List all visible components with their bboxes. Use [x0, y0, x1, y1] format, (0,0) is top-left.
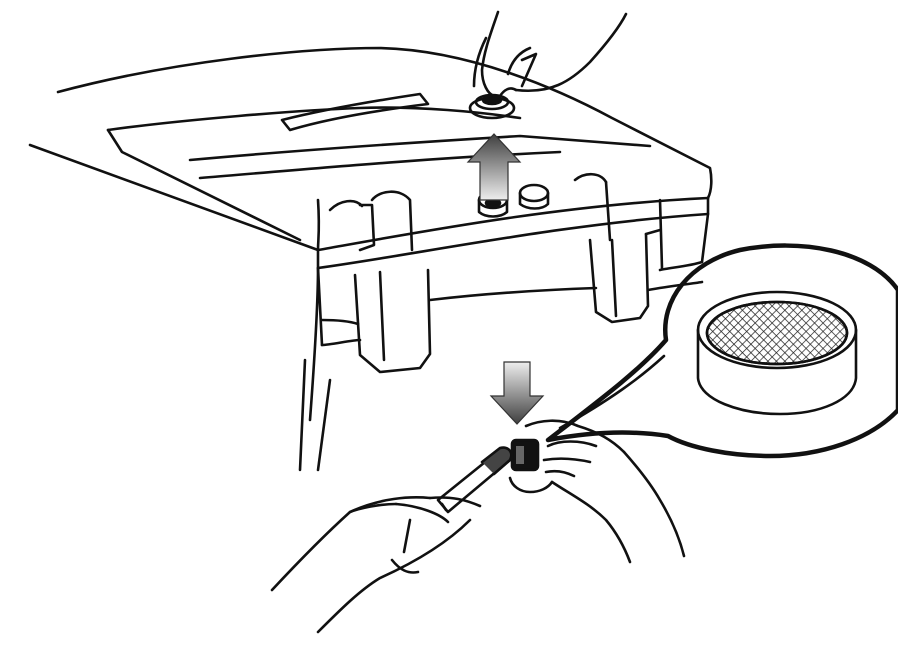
- hand-icon: [474, 12, 626, 96]
- lid-knob: [520, 185, 548, 209]
- mesh-filter-icon: [698, 292, 856, 414]
- down-arrow-icon: [491, 362, 543, 424]
- brush-icon: [438, 448, 511, 512]
- small-filter-in-hand: [512, 440, 538, 470]
- up-arrow-icon: [468, 134, 520, 200]
- left-hand-icon: [272, 497, 480, 632]
- washer-lid-icon: [30, 48, 711, 470]
